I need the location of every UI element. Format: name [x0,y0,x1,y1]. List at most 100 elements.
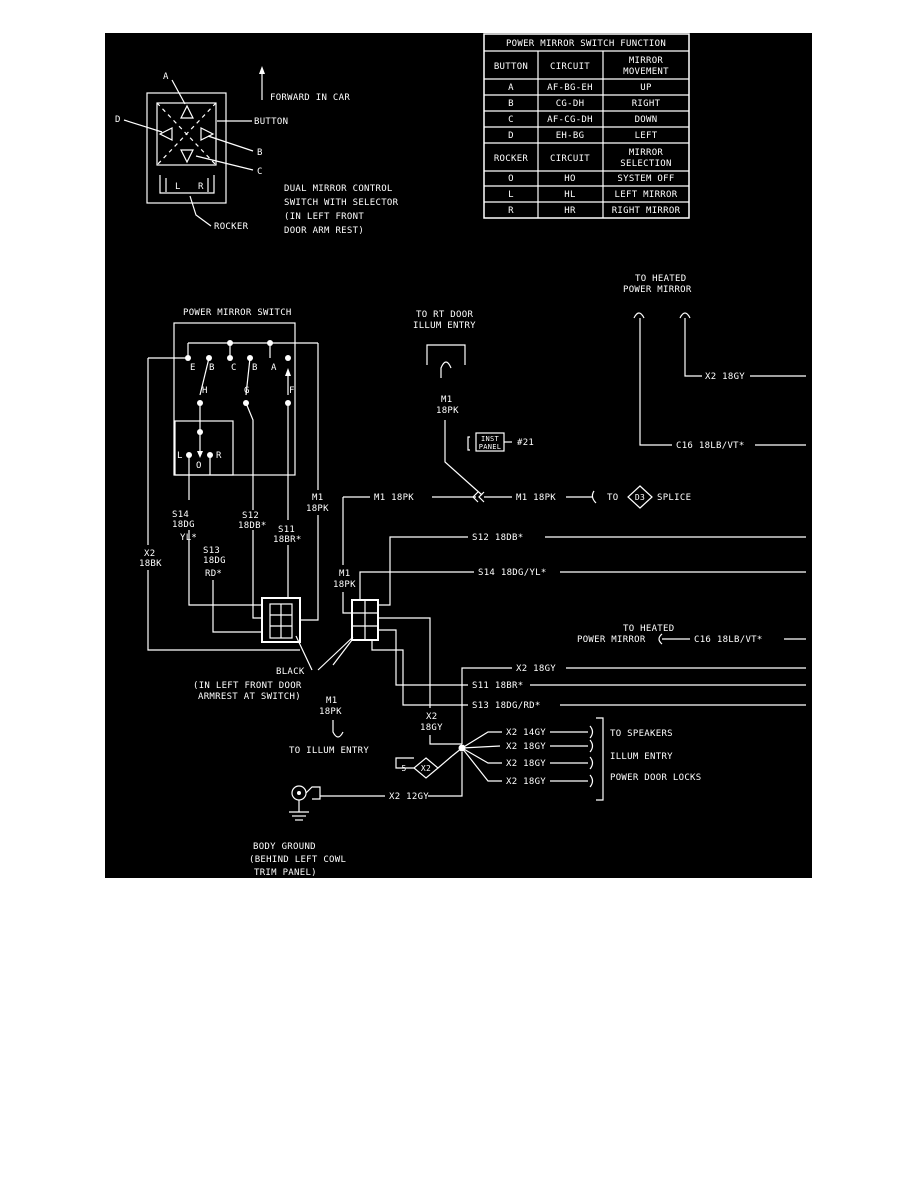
switch-outline [173,322,296,476]
wire-m1-center: M1 [441,395,452,405]
heated-mirror-mid-1: TO HEATED [623,624,674,634]
wire-m1-bottom: M1 [326,696,337,706]
table-header-circuit: CIRCUIT [550,154,590,164]
splice-5-num: 5 [401,764,406,773]
switch-function-table: POWER MIRROR SWITCH FUNCTION BUTTON CIRC… [483,33,690,219]
contact-e: E [190,363,196,373]
table-title: POWER MIRROR SWITCH FUNCTION [506,39,666,49]
table-cell: EH-BG [556,131,585,141]
power-door-locks: POWER DOOR LOCKS [610,773,702,783]
button-pad [156,102,217,166]
table-cell: DOWN [635,115,658,125]
label-c: C [257,167,263,177]
table-cell: HL [564,190,575,200]
wire-s14: S14 [172,510,189,520]
inst-panel-ref: #21 [517,438,534,448]
wire-x2-18gy-top: X2 18GY [705,372,745,382]
label-button: BUTTON [254,117,288,127]
table-cell: RIGHT [632,99,661,109]
button-right-arrow-icon [200,127,215,141]
wire-s13-full: S13 18DG/RD* [472,701,541,711]
label-rocker: ROCKER [214,222,249,232]
contact-a: A [271,363,277,373]
label-b: B [257,148,263,158]
wire-x2-18gy-c: X2 18GY [506,759,546,769]
to-rt-door-1: TO RT DOOR [416,310,473,320]
wire-s14-full: S14 18DG/YL* [478,568,547,578]
contact-l: L [177,451,183,461]
ground-splice-wiring: X2 18GY X2 14GY X2 18GY X2 18GY X2 18GY … [249,664,806,878]
wire-s13-stripe: RD* [205,569,222,579]
table-header-button: BUTTON [494,62,528,72]
table-cell: HO [564,174,575,184]
desc-line1: DUAL MIRROR CONTROL [284,184,393,194]
table-cell: HR [564,206,576,216]
label-d: D [115,115,121,125]
table-header-circuit: CIRCUIT [550,62,590,72]
contact-o: O [196,461,202,471]
to-rt-door-2: ILLUM ENTRY [413,321,476,331]
splice-5-id: X2 [421,764,431,773]
label-a: A [163,72,169,82]
table-cell: RIGHT MIRROR [612,206,681,216]
button-up-arrow-icon [180,104,194,119]
wire-x2-12gy: X2 12GY [389,792,429,802]
table-cell: LEFT MIRROR [615,190,678,200]
wire-m1-center-color: 18PK [436,406,459,416]
table-header-mirror: MIRROR [629,56,664,66]
wire-m1-left: M1 [312,493,323,503]
contact-r: R [216,451,222,461]
wire-x2-center-color: 18GY [420,723,443,733]
table-header-rocker: ROCKER [494,154,529,164]
wire-x2-18gy-mid: X2 18GY [516,664,556,674]
desc-line3: (IN LEFT FRONT [284,212,364,222]
wire-x2-center: X2 [426,712,437,722]
table-header-selection: SELECTION [620,159,671,169]
ground-label-3: TRIM PANEL) [254,868,317,878]
wire-m1-18pk-right: M1 18PK [516,493,556,503]
wire-m1-left-color: 18PK [306,504,329,514]
wire-x2-18gy-d: X2 18GY [506,777,546,787]
wire-c16-mid: C16 18LB/VT* [694,635,763,645]
wire-s12: S12 [242,511,259,521]
table-cell: D [508,131,514,141]
wire-s14-stripe: YL* [180,533,197,543]
forward-label: FORWARD IN CAR [270,93,350,103]
contact-f: F [289,386,295,396]
ground-label-1: BODY GROUND [253,842,316,852]
black-label: BLACK [276,667,305,677]
wire-s12-full: S12 18DB* [472,533,523,543]
table-header-movement: MOVEMENT [623,67,669,77]
table-cell: L [508,190,514,200]
wire-m1-bottom-color: 18PK [319,707,342,717]
rocker-r: R [198,182,204,192]
table-cell: B [508,99,514,109]
wire-s14-color: 18DG [172,520,195,530]
dual-mirror-control-diagram: L R A D BUTTON B C ROCKER FORWARD IN CAR… [115,66,399,236]
heated-mirror-top-2: POWER MIRROR [623,285,692,295]
desc-line2: SWITCH WITH SELECTOR [284,198,399,208]
desc-line4: DOOR ARM REST) [284,226,364,236]
rocker-outline [159,175,215,194]
heated-mirror-wiring: TO HEATED POWER MIRROR C16 18LB/VT* X2 1… [577,274,806,645]
wire-x2-18gy-b: X2 18GY [506,742,546,752]
splice-id: D3 [635,493,645,502]
contact-g: G [244,386,250,396]
power-mirror-switch-schematic: POWER MIRROR SWITCH E B C B A H G F [139,308,329,651]
contact-h: H [202,386,208,396]
button-left-arrow-icon [158,127,173,141]
wire-m1-conn2: M1 [339,569,350,579]
wire-m1-18pk-left: M1 18PK [374,493,414,503]
splice-5-diamond-icon [413,757,439,779]
heated-mirror-mid-2: POWER MIRROR [577,635,646,645]
wire-x2-14gy: X2 14GY [506,728,546,738]
ground-label-2: (BEHIND LEFT COWL [249,855,346,865]
contact-b2: B [252,363,258,373]
to-speakers: TO SPEAKERS [610,729,673,739]
splice-diamond-icon [627,485,653,509]
table-cell: AF-CG-DH [547,115,593,125]
diagram-background [105,33,812,878]
wire-s13: S13 [203,546,220,556]
center-wiring: TO RT DOOR ILLUM ENTRY M1 18PK INST PANE… [193,310,806,756]
